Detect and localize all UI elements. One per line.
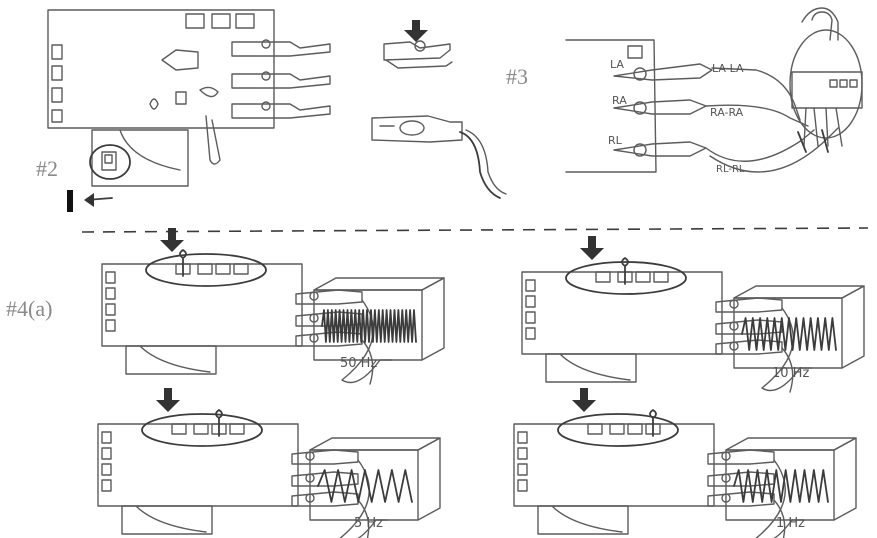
frequency-panel-3 — [98, 388, 440, 538]
clip-detail-sketch — [372, 20, 506, 198]
step-4a-label: #4(a) — [6, 296, 52, 322]
freq-label-5hz: 5 Hz — [354, 516, 383, 531]
step3-board-sketch — [566, 8, 862, 172]
lead-rl-label: RL-RL — [716, 164, 744, 175]
lead-ra-label: RA-RA — [710, 106, 743, 119]
down-arrow-icon — [156, 388, 180, 412]
down-arrow-icon — [572, 388, 596, 412]
electrode-rl-label: RL — [608, 134, 622, 147]
electrode-ra-label: RA — [612, 94, 627, 107]
down-arrow-icon — [580, 236, 604, 260]
section-divider — [82, 228, 868, 232]
freq-label-10hz: 10 Hz — [772, 366, 809, 381]
step2-board-sketch — [48, 10, 330, 212]
lead-la-label: LA-LA — [712, 62, 744, 75]
freq-label-1hz: 1 Hz — [776, 516, 805, 531]
frequency-panels — [98, 228, 864, 538]
frequency-panel-2 — [522, 236, 864, 392]
step-2-label: #2 — [36, 156, 58, 182]
freq-label-50hz: 50 Hz — [340, 356, 377, 371]
electrode-la-label: LA — [610, 58, 624, 71]
step-3-label: #3 — [506, 64, 528, 90]
waveform-trace — [322, 310, 416, 342]
down-arrow-icon — [160, 228, 184, 252]
frequency-panel-1 — [102, 228, 444, 384]
